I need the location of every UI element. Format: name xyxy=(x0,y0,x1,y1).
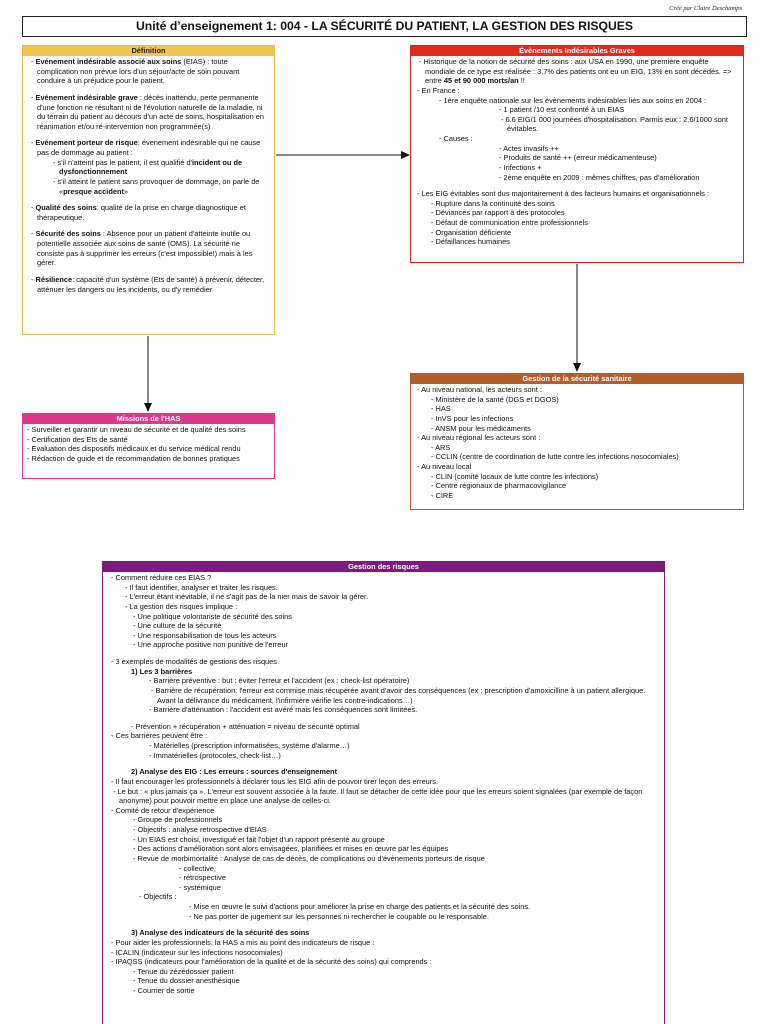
definition-body: - Evénement indésirable associé aux soin… xyxy=(23,56,274,297)
gss-line: - Au niveau local xyxy=(417,462,472,471)
eig-line: - Causes : xyxy=(439,134,473,143)
securite-sanitaire-box: Gestion de la sécurité sanitaire - Au ni… xyxy=(410,373,744,510)
def-securite: - Sécurité des soins : Absence pour un p… xyxy=(31,229,253,268)
missions-has-header: Missions de l'HAS xyxy=(23,414,274,424)
gr-line: - collective, xyxy=(179,863,216,873)
gr-line: - Il faut identifier, analyser et traite… xyxy=(125,582,278,592)
def-eig: - Evénement indésirable grave : décès in… xyxy=(31,92,264,131)
gr-line: - Tenue du zézédossier patient xyxy=(133,966,234,976)
arrow-definition-to-missions-has xyxy=(144,336,152,412)
gr-line: - ICALIN (indicateur sur les infections … xyxy=(111,947,283,957)
eig-line: - Historique de la notion de sécurité de… xyxy=(419,57,732,86)
eig-line: - 1 patient /10 est confronté à un EIAS xyxy=(499,105,625,115)
eig-line: - Rupture dans la continuité des soins xyxy=(431,198,555,208)
missions-has-box: Missions de l'HAS - Surveiller et garant… xyxy=(22,413,275,479)
gr-line: - La gestion des risques implique : xyxy=(125,601,238,611)
gss-line: - Au niveau national, les acteurs sont : xyxy=(417,385,542,394)
gss-line: - CCLIN (centre de coordination de lutte… xyxy=(431,452,679,462)
gr-line: - Comment réduire ces EIAS ? xyxy=(111,573,212,582)
gr-line: - Matérielles (prescription informatisée… xyxy=(149,741,350,750)
gr-line: - systémique xyxy=(179,882,221,892)
gr-line: - Des actions d'amélioration sont alors … xyxy=(133,844,449,854)
author-credit: Créé par Claire Deschamps xyxy=(669,5,742,12)
gss-line: - CLIN (comité locaux de lutte contre le… xyxy=(431,471,599,481)
has-line: - Surveiller et garantir un niveau de sé… xyxy=(27,425,246,434)
gestion-risques-box: Gestion des risques - Comment réduire ce… xyxy=(102,561,665,1024)
gr-line: - Immatérielles (protocoles, check-list…… xyxy=(149,750,281,760)
gr-line: - Barrière d'atténuation : l'accident es… xyxy=(149,705,418,715)
has-line: - Rédaction de guide et de recommandatio… xyxy=(27,453,240,463)
gr-subheading: 2) Analyse des EIG : Les erreurs : sourc… xyxy=(131,767,338,777)
eig-line: - Infections + xyxy=(499,162,542,172)
eig-box: Évènements Indésirables Graves - Histori… xyxy=(410,45,744,263)
gr-line: - Prévention + récupération + atténuatio… xyxy=(131,721,360,731)
gss-line: - CIRE xyxy=(431,490,454,500)
eig-line: - Organisation déficiente xyxy=(431,227,512,237)
gr-line: - Il faut encourager les professionnels … xyxy=(111,776,438,786)
def-epr-a2: - s'il atteint le patient sans provoquer… xyxy=(53,176,260,196)
eig-header: Évènements Indésirables Graves xyxy=(411,46,743,56)
gestion-risques-header: Gestion des risques xyxy=(103,562,664,572)
gr-line: - Objectifs : xyxy=(139,892,177,902)
gss-line: - ANSM pour les médicaments xyxy=(431,423,531,433)
eig-line: - Défaillances humaines xyxy=(431,237,510,247)
def-resilience: - Résilience: capacité d'un système (Ets… xyxy=(31,274,265,294)
arrow-definition-to-eig xyxy=(276,151,410,159)
eig-line: - 6.6 EIG/1 000 journées d'hospitalisati… xyxy=(501,114,728,134)
gr-line: - Barrière de récupération: l'erreur est… xyxy=(151,685,646,705)
gr-line: - Tenue du dossier anesthésique xyxy=(133,976,240,986)
eig-line: - En France : xyxy=(417,85,460,95)
gr-line: - Courrier de sortie xyxy=(133,986,195,995)
gss-line: - Au niveau régional les acteurs sont : xyxy=(417,433,541,443)
has-line: - Evaluation des dispositifs médicaux et… xyxy=(27,444,241,454)
definition-box: Définition - Evénement indésirable assoc… xyxy=(22,45,275,335)
gss-line: - Centre régionaux de pharmacovigilance xyxy=(431,481,567,491)
gr-line: - Ces barrières peuvent être : xyxy=(111,731,208,741)
gr-line: - 3 exemples de modalités de gestions de… xyxy=(111,657,277,666)
eig-line: - 1ère enquête nationale sur les évèneme… xyxy=(439,95,707,105)
eig-line: - 2ème enquête en 2009 : mêmes chiffres,… xyxy=(499,172,700,182)
page-title: Unité d’enseignement 1: 004 - LA SÉCURIT… xyxy=(22,16,747,37)
eig-line: - Déviances par rapport à des protocoles xyxy=(431,208,565,218)
gr-line: - Groupe de professionnels xyxy=(133,815,223,825)
gss-line: - InVS pour les infections xyxy=(431,413,514,423)
gr-subheading: 1) Les 3 barrières xyxy=(131,666,193,676)
def-epr-a1: - s'il n'atteint pas le patient, il est … xyxy=(53,157,243,177)
gr-line: - Le but : « plus jamais ça ». L'erreur … xyxy=(113,786,643,806)
gr-line: - Mise en œuvre le suivi d'actions pour … xyxy=(189,902,531,911)
gr-line: - L'erreur étant inévitable, il ne s'agi… xyxy=(125,592,369,602)
gr-line: - Ne pas porter de jugement sur les pers… xyxy=(189,911,489,921)
definition-header: Définition xyxy=(23,46,274,56)
def-epr: - Evénement porteur de risque: évenement… xyxy=(31,138,261,157)
def-qualite: - Qualité des soins: qualité de la prise… xyxy=(31,203,246,222)
arrow-eig-to-securite-sanitaire xyxy=(573,264,581,372)
has-line: - Certification des Ets de santé xyxy=(27,434,128,444)
gr-subheading: 3) Analyse des indicateurs de la sécurit… xyxy=(131,928,310,938)
gr-line: - Une culture de la sécurité xyxy=(133,621,222,631)
def-eias: - Evénement indésirable associé aux soin… xyxy=(31,57,240,86)
gss-line: - ARS xyxy=(431,442,451,452)
eig-line: - Défaut de communication entre professi… xyxy=(431,218,588,227)
eig-line: - Produits de santé ++ (erreur médicamen… xyxy=(499,153,657,163)
gr-line: - rétrospective xyxy=(179,873,226,883)
gss-line: - HAS xyxy=(431,404,451,414)
eig-line: - Les EIG évitables sont dus majoritaire… xyxy=(417,189,710,199)
gr-line: - Une approche positive non punitive de … xyxy=(133,640,289,650)
gss-line: - Ministère de la santé (DGS et DGOS) xyxy=(431,394,559,404)
gr-line: - Revue de morbimortalité : Analyse de c… xyxy=(133,853,485,863)
gr-line: - Une politique volontariste de sécurité… xyxy=(133,611,292,621)
gr-line: - IPAQSS (indicateurs pour l'amélioratio… xyxy=(111,957,432,967)
gr-line: - Objectifs : analyse retrospective d'EI… xyxy=(133,825,267,834)
gr-line: - Un EIAS est choisi, investigué et fait… xyxy=(133,834,385,844)
securite-sanitaire-header: Gestion de la sécurité sanitaire xyxy=(411,374,743,384)
gr-line: - Pour aider les professionnels, la HAS … xyxy=(111,937,375,947)
gr-line: - Une responsabilisation de tous les act… xyxy=(133,630,277,640)
eig-line: - Actes invasifs ++ xyxy=(499,143,559,153)
gr-line: - Comité de retour d'expérience xyxy=(111,805,215,815)
gr-line: - Barrière préventive : but : éviter l'e… xyxy=(149,676,410,686)
